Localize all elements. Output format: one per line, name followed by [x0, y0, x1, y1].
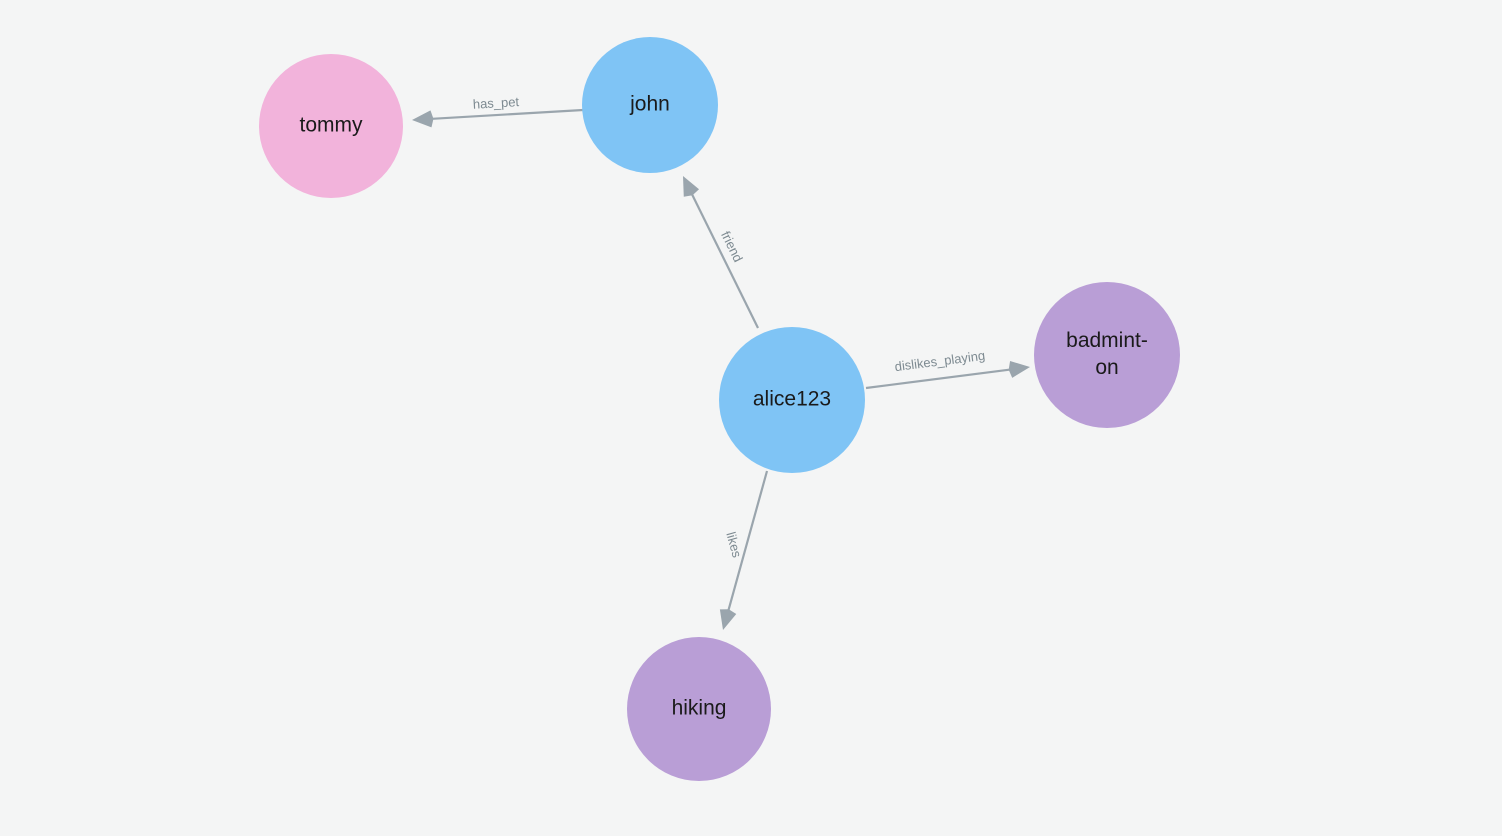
edge-label: has_pet	[472, 94, 519, 112]
edge-label: friend	[718, 229, 746, 265]
edge-arrowhead	[412, 110, 434, 128]
graph-node-alice123[interactable]: alice123	[719, 327, 865, 473]
node-circle[interactable]	[719, 327, 865, 473]
graph-node-hiking[interactable]: hiking	[627, 637, 771, 781]
graph-edge[interactable]: dislikes_playing	[865, 348, 1030, 390]
node-circle[interactable]	[582, 37, 718, 173]
graph-node-john[interactable]: john	[582, 37, 718, 173]
node-circle[interactable]	[627, 637, 771, 781]
node-circle[interactable]	[259, 54, 403, 198]
graph-edge[interactable]: friend	[683, 176, 759, 329]
edge-line	[865, 367, 1015, 390]
edge-line	[689, 189, 759, 329]
nodes-layer: tommy john alice123 badmint-on hiking	[259, 37, 1180, 781]
edge-label: dislikes_playing	[894, 348, 986, 374]
edge-arrowhead	[683, 176, 700, 197]
graph-node-badminton[interactable]: badmint-on	[1034, 282, 1180, 428]
edge-arrowhead	[1008, 360, 1030, 378]
edge-line	[726, 470, 769, 615]
node-circle[interactable]	[1034, 282, 1180, 428]
edge-line	[427, 108, 584, 121]
edge-label: likes	[723, 530, 745, 560]
graph-edge[interactable]: has_pet	[412, 94, 584, 128]
graph-edge[interactable]: likes	[719, 470, 769, 630]
edge-arrowhead	[719, 609, 737, 630]
graph-node-tommy[interactable]: tommy	[259, 54, 403, 198]
